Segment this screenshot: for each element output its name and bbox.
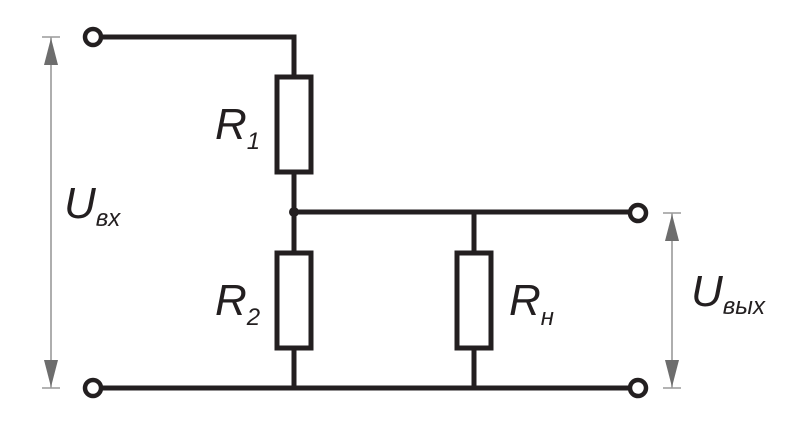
junction-node <box>289 207 299 217</box>
output-terminal-top <box>627 202 649 224</box>
input-terminal-top <box>82 26 104 48</box>
rn-label: Rн <box>509 276 554 331</box>
output-voltage-arrow <box>663 212 681 389</box>
resistor-rn <box>454 250 494 351</box>
input-voltage-arrow <box>42 36 60 389</box>
r2-label: R2 <box>215 276 260 331</box>
resistor-r2 <box>274 250 314 351</box>
wires <box>97 34 635 391</box>
r1-label: R1 <box>215 100 260 155</box>
output-voltage-label: Uвых <box>691 267 766 320</box>
input-terminal-bottom <box>82 377 104 399</box>
top-wire <box>97 34 297 79</box>
input-voltage-label: Uвх <box>64 179 121 232</box>
resistor-r1 <box>274 74 314 175</box>
output-terminal-bottom <box>627 377 649 399</box>
